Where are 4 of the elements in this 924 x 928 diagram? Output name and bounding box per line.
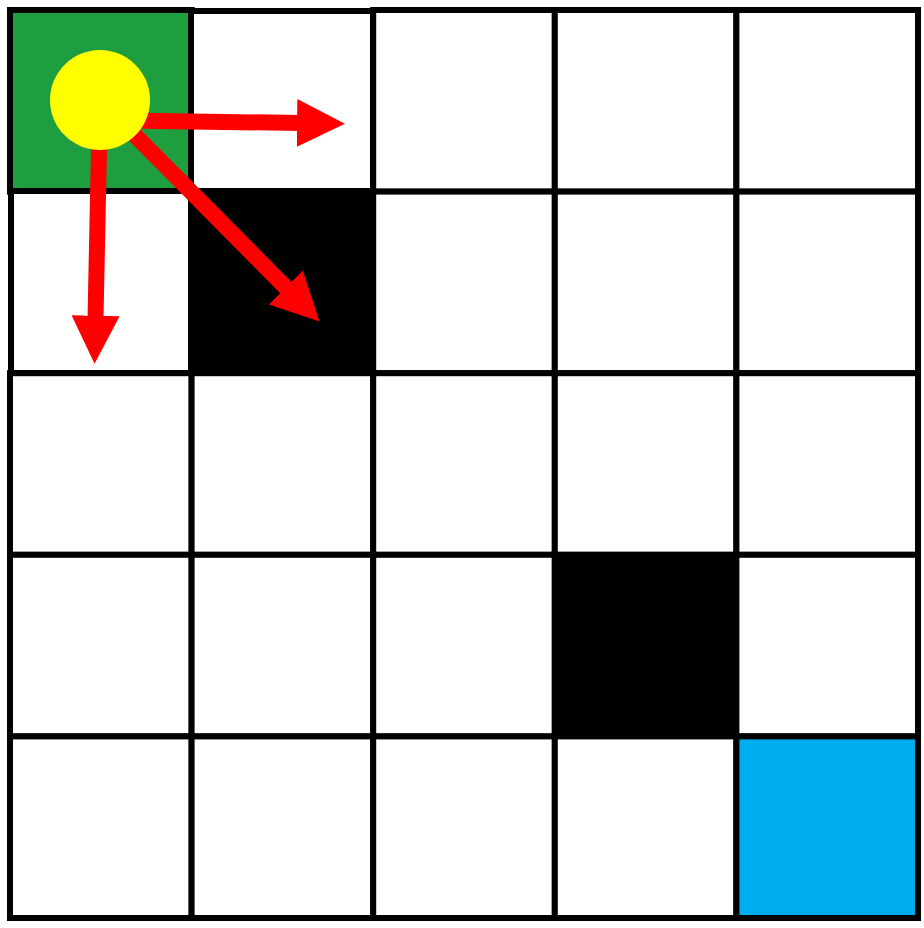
- arrow: [141, 99, 345, 147]
- arrow: [71, 145, 120, 364]
- arrow: [126, 127, 320, 322]
- grid-square: [188, 188, 377, 377]
